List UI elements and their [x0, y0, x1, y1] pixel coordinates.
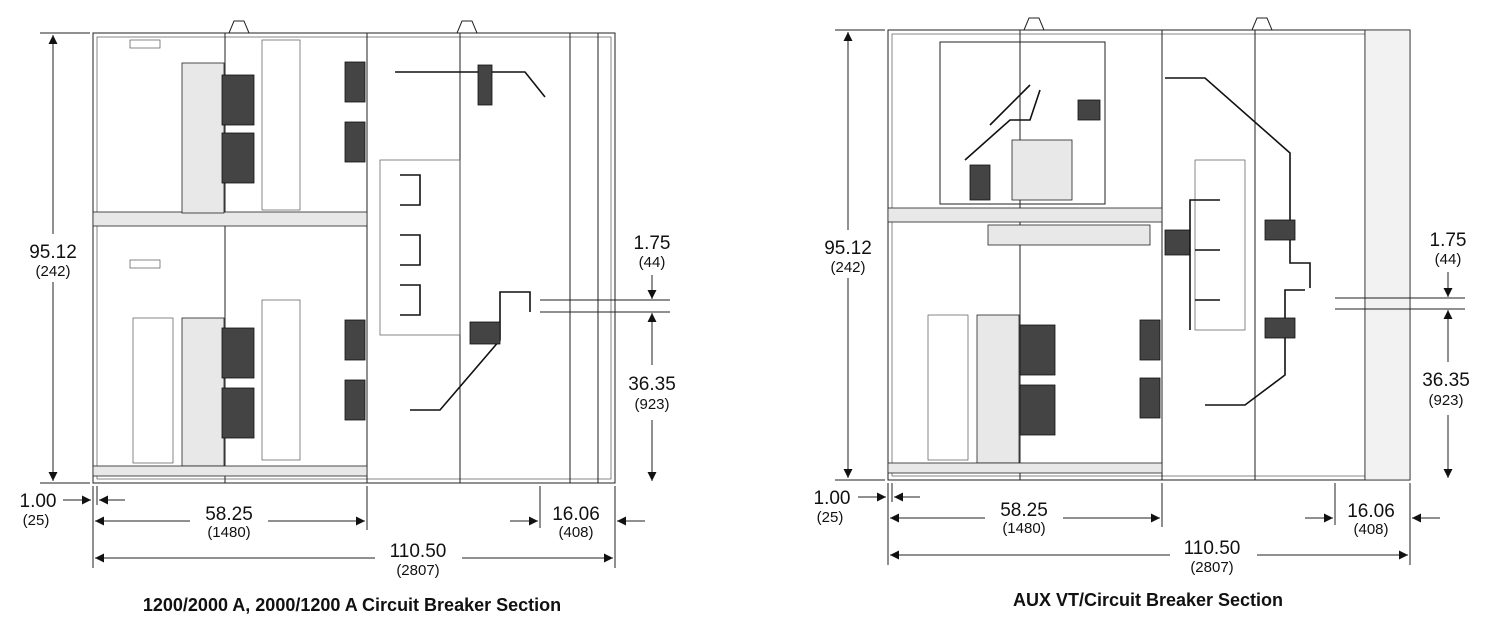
height-dimension-mm: (242)	[35, 263, 70, 280]
total-depth-dimension: 110.50	[390, 541, 447, 562]
figure-title: 1200/2000 A, 2000/1200 A Circuit Breaker…	[143, 595, 561, 615]
front-depth-dimension-mm: (1480)	[1002, 520, 1045, 537]
top-offset-dimension-mm: (44)	[639, 254, 666, 271]
rear-depth-dimension: 16.06	[1347, 501, 1395, 522]
dimension-lines	[835, 29, 1465, 565]
figure-aux-vt-section: 95.12 (242) 1.75 (44) 36.35 (923) 1.00 (…	[814, 17, 1470, 610]
front-depth-dimension: 58.25	[1000, 500, 1048, 521]
height-dimension-mm: (242)	[830, 259, 865, 276]
dimension-lines	[40, 32, 670, 568]
figure-title: AUX VT/Circuit Breaker Section	[1013, 590, 1283, 610]
rear-depth-dimension-mm: (408)	[558, 524, 593, 541]
cabinet-drawing	[887, 17, 1411, 481]
height-dimension: 95.12	[29, 242, 77, 263]
lower-height-dimension-mm: (923)	[634, 396, 669, 413]
rear-depth-dimension-mm: (408)	[1353, 521, 1388, 538]
cabinet-drawing	[92, 20, 616, 484]
front-depth-dimension-mm: (1480)	[207, 524, 250, 541]
top-offset-dimension: 1.75	[634, 233, 671, 254]
total-depth-dimension-mm: (2807)	[396, 562, 439, 579]
lower-height-dimension: 36.35	[1422, 370, 1470, 391]
total-depth-dimension-mm: (2807)	[1190, 559, 1233, 576]
rear-depth-dimension: 16.06	[552, 504, 600, 525]
total-depth-dimension: 110.50	[1184, 538, 1241, 559]
front-depth-dimension: 58.25	[205, 504, 253, 525]
left-offset-dimension: 1.00	[20, 491, 57, 512]
left-offset-dimension-mm: (25)	[23, 512, 50, 529]
top-offset-dimension-mm: (44)	[1435, 251, 1462, 268]
figure-circuit-breaker-section: 95.12 (242) 1.75 (44) 36.35 (923) 1.00 (…	[20, 20, 676, 615]
left-offset-dimension-mm: (25)	[817, 509, 844, 526]
lower-height-dimension-mm: (923)	[1428, 392, 1463, 409]
height-dimension: 95.12	[824, 238, 872, 259]
top-offset-dimension: 1.75	[1430, 230, 1467, 251]
left-offset-dimension: 1.00	[814, 488, 851, 509]
lower-height-dimension: 36.35	[628, 374, 676, 395]
